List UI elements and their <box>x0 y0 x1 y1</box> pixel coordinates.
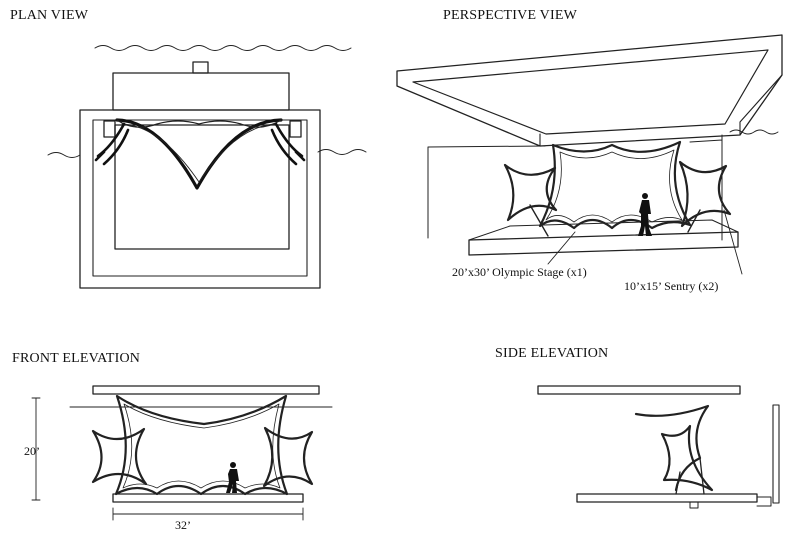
front-elevation-drawing <box>31 385 333 521</box>
plan-water-line-right <box>317 149 367 155</box>
sentry-callout-label: 10’x15’ Sentry (x2) <box>624 279 719 293</box>
side-stage-step <box>756 496 772 507</box>
front-stage-deck <box>112 493 304 503</box>
perspective-stage-deck <box>468 231 739 256</box>
plan-outer-frame <box>79 109 321 289</box>
side-canopy-front <box>660 424 714 492</box>
plan-back-structure <box>112 72 290 111</box>
front-main-canopy <box>114 394 289 496</box>
front-canopy-inner <box>122 403 281 489</box>
front-width-dimension <box>112 507 304 521</box>
plan-view-title: PLAN VIEW <box>10 8 89 23</box>
perspective-roof-thickness <box>539 74 783 147</box>
perspective-roof-inner <box>412 49 769 135</box>
plan-view-drawing <box>47 45 367 289</box>
perspective-sentry-legs <box>529 204 701 237</box>
perspective-sentry-right <box>678 160 732 228</box>
side-canopy-support <box>675 457 705 495</box>
perspective-view-drawing <box>396 34 783 275</box>
perspective-sentry-leader <box>723 209 743 275</box>
plan-tower <box>192 61 209 74</box>
plan-sentry-left <box>94 122 130 166</box>
plan-canopy-inner <box>121 123 277 183</box>
plan-water-line-top <box>94 45 352 51</box>
width-dimension-label: 32’ <box>175 518 191 532</box>
plan-inner-frame <box>92 119 308 277</box>
side-canopy-back <box>634 404 710 492</box>
front-height-dimension <box>31 397 41 501</box>
plan-canopy-outer <box>115 118 283 190</box>
plan-water-line-left <box>47 152 81 158</box>
perspective-main-canopy <box>538 140 692 230</box>
perspective-view-title: PERSPECTIVE VIEW <box>443 8 577 23</box>
plan-sentry-right <box>270 122 306 166</box>
side-roof-bar <box>537 385 741 395</box>
front-sentry-left <box>91 427 148 486</box>
perspective-back-wall <box>427 134 723 241</box>
plan-speaker-left <box>103 120 116 138</box>
front-human-figure <box>226 462 239 493</box>
plan-stage <box>114 124 290 250</box>
front-elevation-title: FRONT ELEVATION <box>12 351 141 366</box>
side-tower <box>772 404 780 504</box>
perspective-roof-outer <box>396 34 783 147</box>
side-elevation-drawing <box>537 385 780 509</box>
stage-callout-label: 20’x30’ Olympic Stage (x1) <box>452 265 587 279</box>
plan-speaker-right <box>289 120 302 138</box>
front-roof-bar <box>92 385 320 395</box>
side-elevation-title: SIDE ELEVATION <box>495 346 609 361</box>
perspective-water-line <box>729 129 779 135</box>
perspective-human-figure <box>638 193 652 236</box>
perspective-sentry-left <box>503 163 558 222</box>
perspective-stage-top <box>468 219 739 241</box>
perspective-stage-leader <box>547 231 576 265</box>
side-stage-deck <box>576 493 758 503</box>
perspective-canopy-inner <box>545 149 683 223</box>
side-stage-leg <box>689 501 699 509</box>
plan-canopy-scallops <box>116 119 282 128</box>
front-sentry-right <box>262 426 314 488</box>
